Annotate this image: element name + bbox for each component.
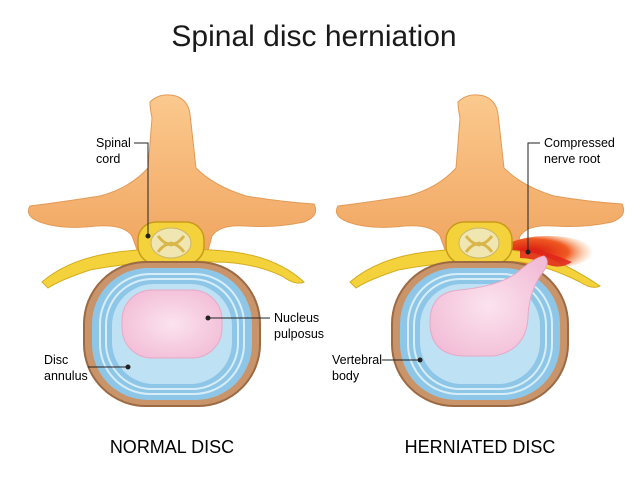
herniated-vertebral-arch <box>335 94 625 259</box>
normal-grey-matter <box>156 235 186 253</box>
vertebral-body-dot <box>417 357 423 363</box>
normal-annulus-ring-1 <box>99 273 245 395</box>
caption-normal-disc: NORMAL DISC <box>110 437 234 457</box>
annulus-dot <box>125 364 131 370</box>
diagram-title: Spinal disc herniation <box>171 20 456 53</box>
normal-nucleus-pulposus <box>121 289 223 359</box>
herniated-nucleus-pulposus <box>429 255 548 357</box>
nucleus-dot <box>205 315 211 321</box>
label-compressed-line2: nerve root <box>544 152 601 166</box>
caption-herniated-disc: HERNIATED DISC <box>405 437 556 457</box>
herniated-annulus-ring-2 <box>413 278 547 390</box>
spinal-cord-leader <box>134 142 149 236</box>
normal-annulus-ring-2 <box>105 278 239 390</box>
label-annulus-line2: annulus <box>44 369 88 383</box>
label-spinal-cord-line2: cord <box>96 152 120 166</box>
label-spinal-cord-line1: Spinal <box>96 136 131 150</box>
label-vertebral-line1: Vertebral <box>332 353 382 367</box>
normal-vertebral-arch <box>27 94 317 259</box>
herniated-grey-matter <box>464 235 494 253</box>
label-annulus-line1: Disc <box>44 353 68 367</box>
compressed-root-leader <box>527 142 540 252</box>
label-nucleus-line1: Nucleus <box>274 311 319 325</box>
herniated-annulus-ring-1 <box>407 273 553 395</box>
label-compressed-line1: Compressed <box>544 136 615 150</box>
normal-disc-panel: Spinal cord Nucleus pulposus Disc annulu… <box>27 94 324 457</box>
spinal-cord-dot <box>145 233 151 239</box>
label-vertebral-line2: body <box>332 369 360 383</box>
herniated-disc-panel: Compressed nerve root Vertebral body HER… <box>332 94 625 457</box>
label-nucleus-line2: pulposus <box>274 327 324 341</box>
compressed-root-dot <box>525 249 531 255</box>
